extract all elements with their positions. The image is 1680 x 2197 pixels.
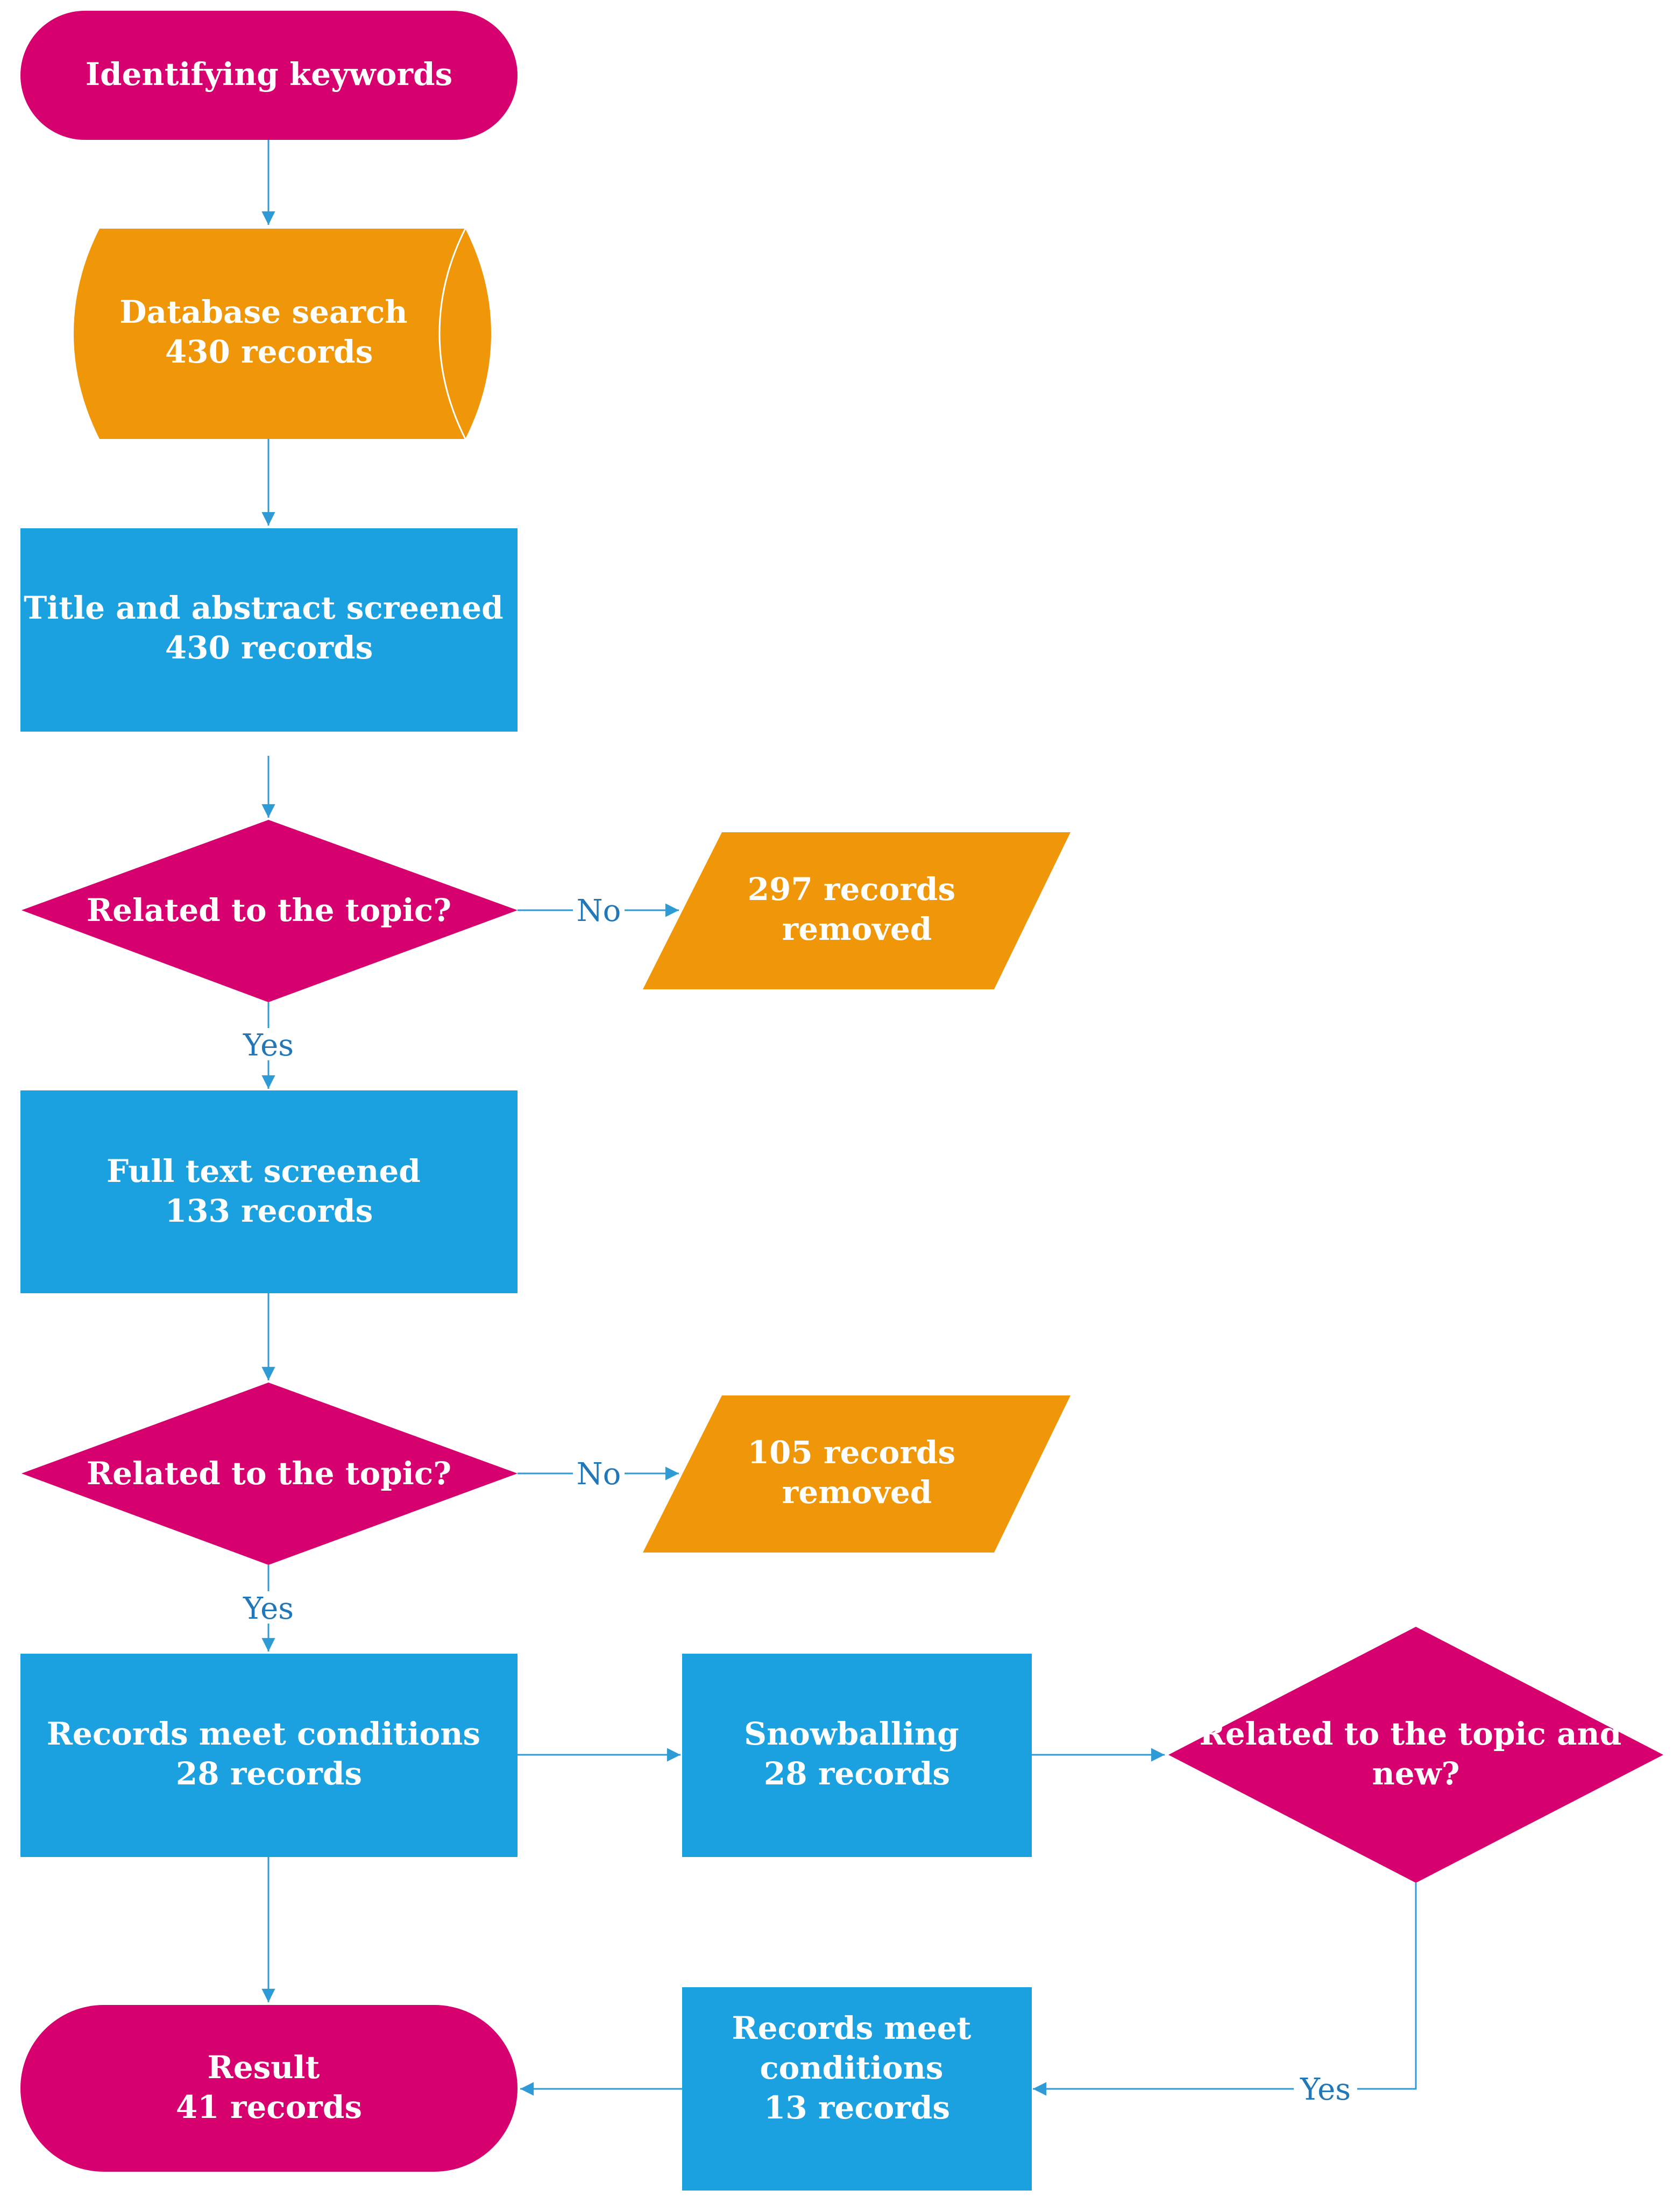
node-database-search: Database search 430 records xyxy=(74,228,491,440)
node-start: Identifying keywords xyxy=(20,11,518,140)
process-shape xyxy=(20,528,518,732)
process-shape xyxy=(20,1090,518,1293)
edge-label-decision-2-no: No xyxy=(577,1457,621,1492)
node-title-abstract-label: Title and abstract screened 430 records xyxy=(24,590,514,666)
node-meet-conditions-2-label: Records meet conditions 13 records xyxy=(732,2010,982,2126)
edge-label-decision-1-no: No xyxy=(577,894,621,929)
node-full-text: Full text screened 133 records xyxy=(20,1090,518,1293)
node-removed-1: 297 records removed xyxy=(643,832,1071,989)
edge-label-decision-2-yes: Yes xyxy=(243,1591,294,1626)
output-shape xyxy=(643,832,1071,989)
node-result: Result 41 records xyxy=(20,2005,518,2172)
edge-label-decision-3-yes: Yes xyxy=(1300,2072,1351,2107)
nodes: Identifying keywords Database search 430… xyxy=(20,11,1663,2191)
terminal-shape xyxy=(20,2005,518,2172)
node-decision-2: Related to the topic? xyxy=(22,1383,518,1565)
node-title-abstract: Title and abstract screened 430 records xyxy=(20,528,518,732)
output-shape xyxy=(643,1395,1071,1553)
database-shape xyxy=(74,229,491,439)
node-meet-conditions: Records meet conditions 28 records xyxy=(20,1654,518,1857)
edge-label-decision-1-yes: Yes xyxy=(243,1028,294,1063)
edge-decision-3-yes xyxy=(1032,1883,1417,2096)
edge-labels: No Yes No Yes Yes xyxy=(237,894,1357,2107)
decision-shape xyxy=(22,820,518,1002)
node-meet-conditions-2: Records meet conditions 13 records xyxy=(682,1987,1032,2191)
node-full-text-label: Full text screened 133 records xyxy=(107,1153,431,1229)
node-meet-conditions-label: Records meet conditions 28 records xyxy=(47,1716,492,1792)
node-snowballing: Snowballing 28 records xyxy=(682,1654,1032,1857)
node-database-search-label: Database search 430 records xyxy=(119,294,419,370)
terminal-shape xyxy=(20,11,518,140)
node-result-label: Result 41 records xyxy=(176,2049,362,2125)
process-shape xyxy=(682,1654,1032,1857)
node-removed-2-label: 105 records removed xyxy=(748,1434,967,1511)
node-start-label: Identifying keywords xyxy=(86,56,452,93)
process-shape xyxy=(20,1654,518,1857)
process-shape xyxy=(682,1987,1032,2191)
node-removed-1-label: 297 records removed xyxy=(748,871,967,947)
decision-shape xyxy=(22,1383,518,1565)
node-decision-1-label: Related to the topic? xyxy=(87,892,451,929)
decision-shape xyxy=(1168,1627,1663,1883)
node-snowballing-label: Snowballing 28 records xyxy=(744,1716,970,1792)
node-decision-1: Related to the topic? xyxy=(22,820,518,1002)
node-decision-3: Related to the topic and new? xyxy=(1168,1627,1663,1883)
node-removed-2: 105 records removed xyxy=(643,1395,1071,1553)
database-shape-edge xyxy=(438,228,466,440)
node-decision-3-label: Related to the topic and new? xyxy=(1200,1716,1633,1792)
node-decision-2-label: Related to the topic? xyxy=(87,1455,451,1492)
